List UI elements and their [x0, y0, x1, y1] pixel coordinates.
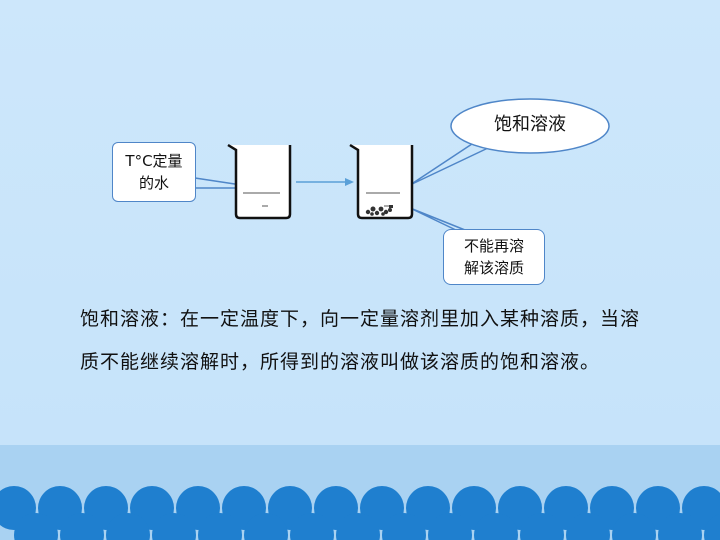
saturated-solution-label: 饱和溶液 — [494, 114, 566, 135]
wave-decoration — [0, 486, 720, 540]
saturated-callout-bubble — [450, 98, 610, 154]
undissolved-label-line2: 解该溶质 — [463, 259, 524, 277]
saturated-callout-pointer — [409, 139, 489, 186]
slide-background — [0, 0, 720, 445]
beaker-saturated-icon — [349, 143, 414, 220]
beaker-diagram — [194, 98, 610, 233]
wave-scallop-bottom — [14, 513, 58, 540]
wave-scallop-bottom — [658, 513, 702, 540]
wave-scallop-bottom — [382, 513, 426, 540]
wave-scallop-bottom — [152, 513, 196, 540]
water-label-line1: T°C定量 — [125, 152, 183, 170]
wave-scallop-bottom — [474, 513, 518, 540]
wave-scallop-bottom — [244, 513, 288, 540]
solute-crystals-icon — [365, 205, 393, 216]
wave-scallop-bottom — [106, 513, 150, 540]
wave-scallop-bottom — [520, 513, 564, 540]
undissolved-callout-box: 不能再溶 解该溶质 — [443, 229, 545, 285]
saturated-solution-definition: 饱和溶液：在一定温度下，向一定量溶剂里加入某种溶质，当溶质不能继续溶解时，所得到… — [80, 308, 641, 373]
water-callout-box: T°C定量 的水 — [112, 142, 196, 202]
wave-scallop-bottom — [566, 513, 610, 540]
wave-scallop-bottom — [290, 513, 334, 540]
wave-scallop-bottom — [198, 513, 242, 540]
undissolved-label-line1: 不能再溶 — [463, 237, 524, 255]
wave-scallop-bottom — [60, 513, 104, 540]
wave-scallop-bottom — [612, 513, 656, 540]
water-label-line2: 的水 — [138, 174, 169, 192]
wave-scallop-bottom — [336, 513, 380, 540]
beaker-water-icon — [227, 143, 292, 220]
wave-scallop-bottom — [428, 513, 472, 540]
arrow-right-icon — [296, 178, 354, 186]
wave-scallop-bottom — [704, 513, 720, 540]
